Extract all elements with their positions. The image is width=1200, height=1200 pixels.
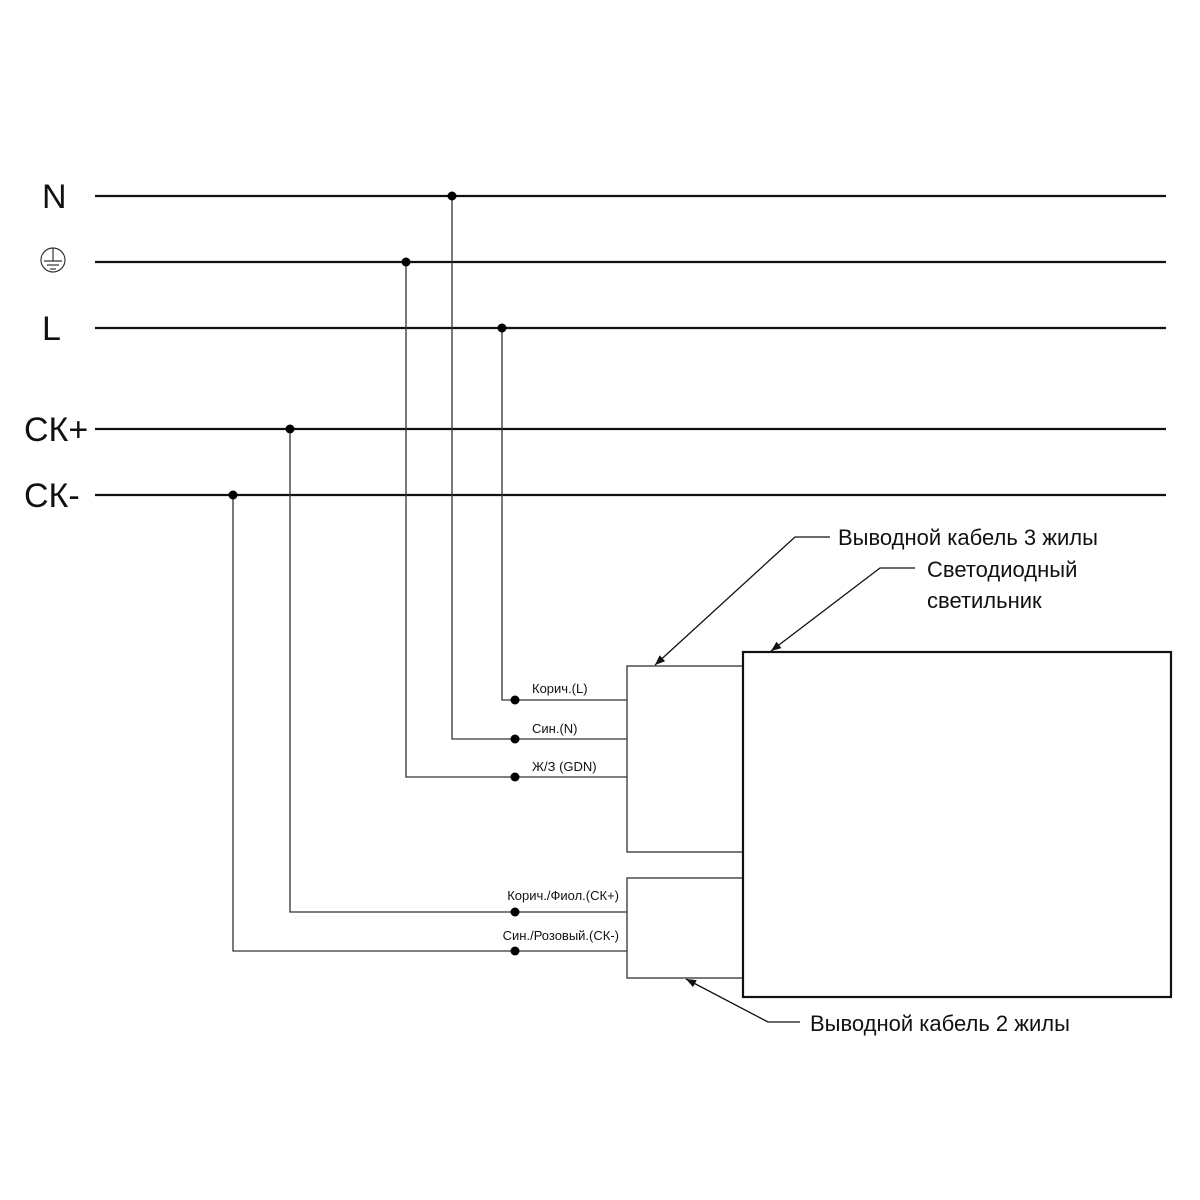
junction-dot	[285, 424, 295, 434]
wire-n	[451, 196, 627, 740]
luminaire-box	[741, 650, 1173, 999]
wire-sk-minus	[232, 495, 627, 952]
callout-leader-cable2	[685, 978, 800, 1023]
callout-label-luminaire-line1: Светодиодный	[927, 557, 1077, 582]
callout-label-cable2: Выводной кабель 2 жилы	[810, 1011, 1070, 1036]
bus-label-sk-plus: СК+	[24, 411, 88, 449]
junction-dot	[228, 490, 238, 500]
bus-label-l: L	[42, 310, 61, 348]
bus-label-n: N	[42, 178, 67, 216]
cable-3-core-box	[626, 665, 744, 853]
bus-label-sk-minus: СК-	[24, 477, 80, 515]
terminal-dot	[510, 907, 520, 917]
wire-label-n: Син.(N)	[532, 721, 578, 736]
protective-earth-icon	[40, 247, 66, 273]
terminal-dot	[510, 946, 520, 956]
wire-l	[501, 328, 627, 701]
callout-label-cable3: Выводной кабель 3 жилы	[838, 525, 1098, 550]
wire-label-pe: Ж/З (GDN)	[532, 759, 597, 774]
terminal-dot	[510, 695, 520, 705]
callout-label-luminaire-line2: светильник	[927, 588, 1042, 613]
callout-leader-luminaire	[770, 567, 915, 652]
wire-label-l: Корич.(L)	[532, 681, 588, 696]
junction-dot	[447, 191, 457, 201]
junction-dot	[401, 257, 411, 267]
cable-2-core-box	[626, 877, 744, 979]
wire-label-sk-plus: Корич./Фиол.(СК+)	[507, 888, 619, 903]
wire-pe	[405, 262, 627, 778]
callout-leader-cable3	[654, 536, 830, 666]
terminal-dot	[510, 734, 520, 744]
wire-label-sk-minus: Син./Розовый.(СК-)	[503, 928, 619, 943]
terminal-dot	[510, 772, 520, 782]
wire-sk-plus	[289, 429, 627, 913]
junction-dot	[497, 323, 507, 333]
